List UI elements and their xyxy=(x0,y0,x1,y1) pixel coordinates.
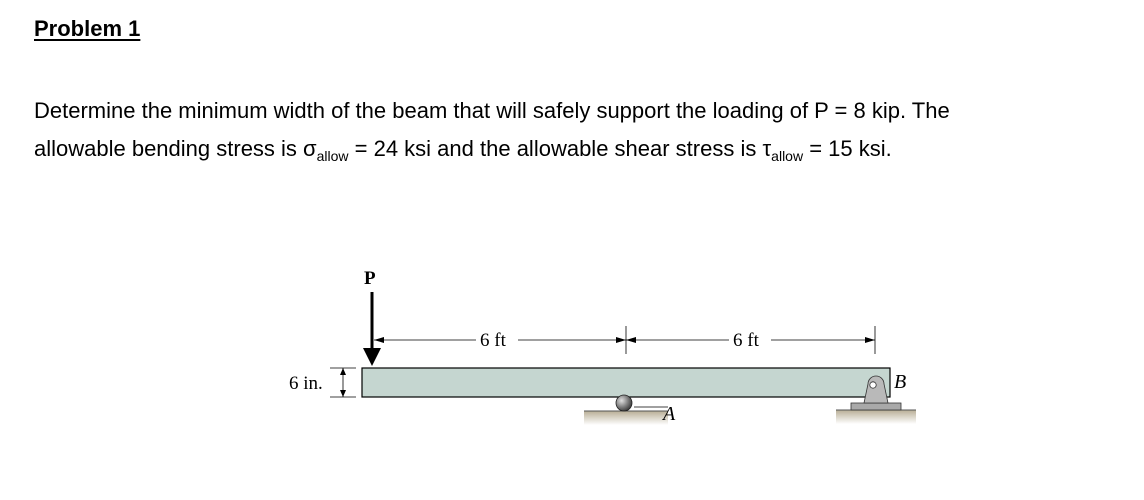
height-dimension xyxy=(330,367,356,398)
support-b-pin xyxy=(836,375,916,424)
load-arrow-head xyxy=(363,348,381,366)
beam xyxy=(361,367,891,398)
span-dimension xyxy=(374,326,876,354)
load-label: P xyxy=(364,268,376,289)
problem-statement: Determine the minimum width of the beam … xyxy=(34,92,1134,175)
statement-line-2: allowable bending stress is σallow = 24 … xyxy=(34,136,892,164)
height-label: 6 in. xyxy=(289,373,323,394)
statement-line-1: Determine the minimum width of the beam … xyxy=(34,98,950,123)
support-a-label: A xyxy=(661,403,676,425)
dimension-label-right-span: 6 ft xyxy=(733,330,760,351)
problem-title: Problem 1 xyxy=(34,16,141,41)
support-a-roller xyxy=(584,394,668,425)
support-b-label: B xyxy=(894,371,906,393)
dimension-label-left-span: 6 ft xyxy=(480,330,507,351)
